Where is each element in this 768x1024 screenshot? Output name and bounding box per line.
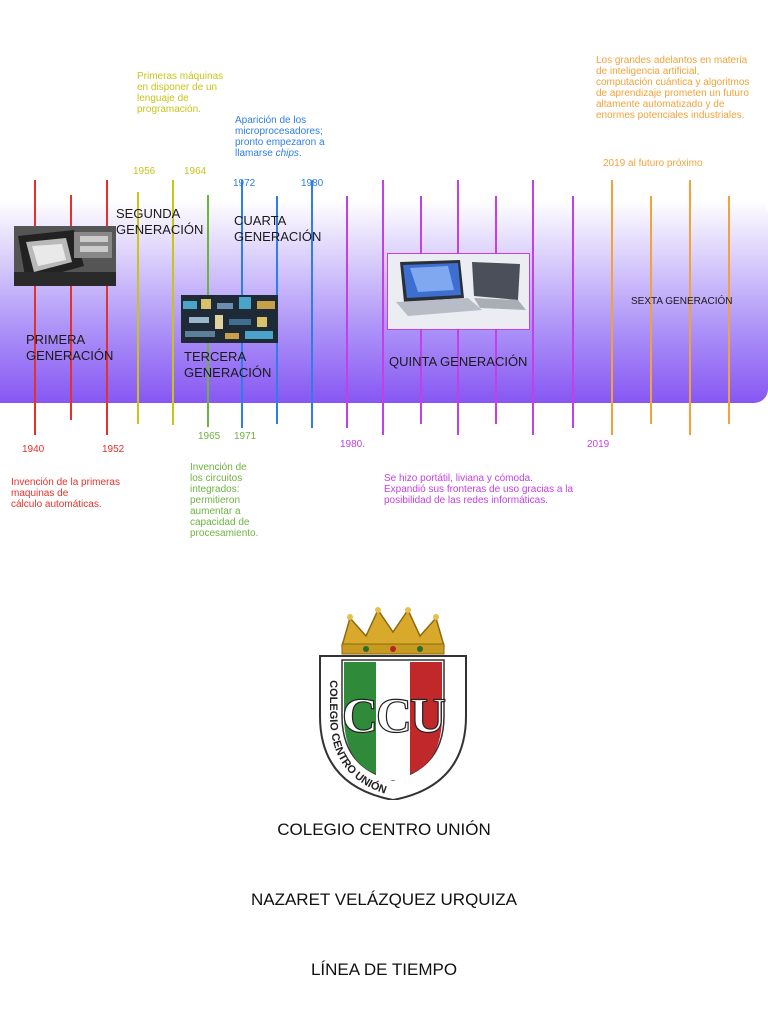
fifth-generation-photo (387, 253, 530, 330)
footer-author: NAZARET VELÁZQUEZ URQUIZA (250, 890, 518, 909)
note-fifth-generation: Se hizo portátil, liviana y cómoda. Expa… (384, 473, 573, 506)
note-fourth-generation: Aparición de los microprocesadores; pron… (235, 115, 325, 159)
year-1980: 1980 (301, 178, 324, 189)
timeline-band (0, 200, 768, 403)
tick-line-orange (650, 196, 652, 424)
year-1952: 1952 (102, 444, 125, 455)
tick-line-magenta (572, 196, 574, 428)
tick-line-magenta (346, 196, 348, 428)
label-third-generation: TERCERA GENERACIÓN (184, 349, 272, 380)
note-first-generation: Invención de la primeras maquinas de cál… (11, 477, 120, 510)
school-logo: CCU COLEGIO CENTRO UNIÓN (316, 604, 470, 802)
note-sixth-generation: Los grandes adelantos en materia de inte… (596, 55, 750, 121)
year-1965: 1965 (198, 431, 221, 442)
tick-line-red (34, 180, 36, 435)
tick-line-blue (311, 180, 313, 428)
label-fourth-generation: CUARTA GENERACIÓN (234, 213, 322, 244)
note-fourth-emphasis: chips (275, 148, 299, 159)
note-fourth-text: Aparición de los microprocesadores; pron… (235, 115, 325, 159)
year-1971: 1971 (234, 431, 257, 442)
label-second-generation: SEGUNDA GENERACIÓN (116, 206, 204, 237)
tick-line-orange (689, 180, 691, 435)
year-1964: 1964 (184, 166, 207, 177)
label-fifth-generation: QUINTA GENERACIÓN (389, 354, 528, 369)
year-2019: 2019 (587, 439, 610, 450)
logo-letters: CCU (342, 687, 445, 743)
note-fourth-end: . (298, 148, 302, 159)
tick-line-yellow (137, 192, 139, 424)
crown-icon (341, 607, 445, 655)
label-first-generation: PRIMERA GENERACIÓN (26, 332, 114, 363)
tick-line-orange (728, 196, 730, 424)
tick-line-magenta (532, 180, 534, 435)
year-2019-future: 2019 al futuro próximo (603, 158, 703, 169)
year-1940: 1940 (22, 444, 45, 455)
tick-line-magenta (382, 180, 384, 435)
tick-line-red (70, 195, 72, 420)
note-third-generation: Invención de los circuitos integrados: p… (190, 462, 259, 539)
tick-line-yellow (172, 180, 174, 425)
third-generation-photo (181, 295, 278, 343)
year-1972: 1972 (233, 178, 256, 189)
tick-line-orange (611, 180, 613, 435)
year-1980-dot: 1980. (340, 439, 366, 450)
label-sixth-generation: SEXTA GENERACIÓN (631, 296, 733, 307)
note-second-generation: Primeras máquinas en disponer de un leng… (137, 71, 224, 115)
year-1956: 1956 (133, 166, 156, 177)
footer-school: COLEGIO CENTRO UNIÓN (277, 820, 491, 839)
first-generation-photo (14, 226, 116, 286)
tick-line-red (106, 180, 108, 435)
footer-title: LÍNEA DE TIEMPO (310, 960, 458, 979)
